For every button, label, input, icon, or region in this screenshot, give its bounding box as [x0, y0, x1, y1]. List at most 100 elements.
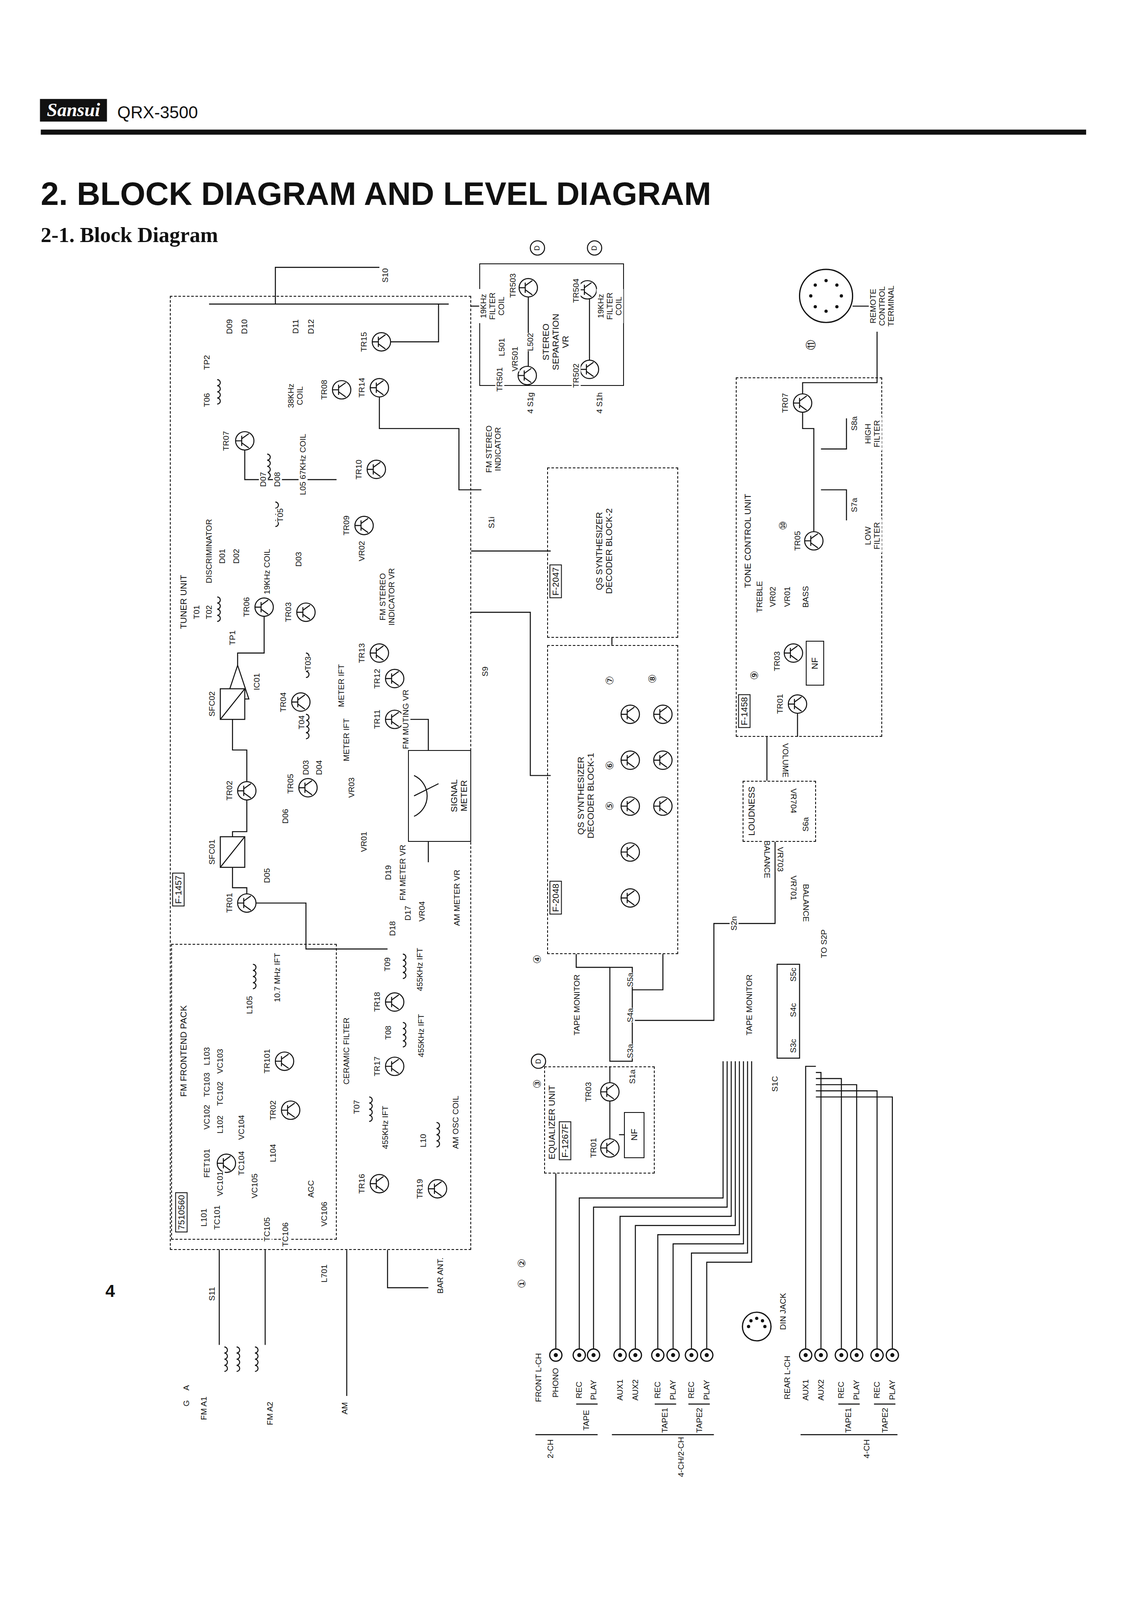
wire [232, 799, 247, 837]
transistor-symbol [367, 460, 386, 479]
transistor-leads [620, 798, 635, 814]
part-label: D05 [262, 867, 272, 883]
transistor-body [385, 992, 404, 1012]
coil-symbol [436, 1122, 440, 1147]
transistor-symbol [385, 992, 404, 1012]
unit-label-wrap: F-2047 [549, 564, 563, 599]
unit-label-wrap: 7510560 [175, 1192, 188, 1233]
part-label: IC01 [252, 673, 262, 691]
header-rule [40, 129, 1087, 135]
part-label: TR08 [319, 379, 329, 400]
jack-center [633, 1352, 638, 1358]
transistor-body [784, 643, 803, 662]
wire [688, 1403, 710, 1405]
part-label: VR703 [775, 846, 785, 872]
part-label: 455KHz IFT [415, 947, 425, 991]
wire [387, 1249, 429, 1288]
part-label: TREBLE [755, 580, 765, 613]
wire [576, 953, 610, 968]
socket-pin [809, 294, 813, 298]
transistor-leads [281, 1102, 295, 1117]
jack-symbol [850, 1348, 863, 1362]
part-label: REC [687, 1381, 697, 1399]
label-wrap: TC106 [281, 1222, 291, 1247]
transistor-body [788, 694, 807, 714]
coil-symbol [306, 714, 309, 739]
part-label: D19 [384, 864, 394, 880]
transistor-leads [793, 395, 807, 410]
callout-number: D [590, 245, 599, 251]
transistor-leads [237, 783, 251, 798]
part-label: D17 [403, 905, 413, 921]
part-label: TR03 [583, 1081, 593, 1102]
part-label: TC104 [237, 1150, 247, 1175]
part-label: 19KHz FILTER COIL [596, 288, 624, 324]
transistor-leads [332, 382, 346, 397]
part-label: VC102 [202, 1104, 212, 1130]
label-wrap: ② [516, 1258, 528, 1268]
label-wrap: PLAY [588, 1379, 598, 1400]
unit-label-wrap: QS SYNTHESIZER DECODER BLOCK-2 [594, 506, 614, 596]
part-label: TR16 [357, 1173, 367, 1194]
coil-symbol [275, 501, 279, 527]
callout-number: ⑤ [604, 801, 616, 811]
part-label: L502 [525, 332, 535, 351]
part-label: L10 [418, 1133, 428, 1148]
socket-pin [835, 305, 839, 309]
part-label: TR04 [279, 691, 289, 712]
wire [800, 1434, 898, 1435]
label-wrap: TAPE2 [695, 1407, 705, 1433]
part-label: TR19 [415, 1178, 425, 1199]
transistor-symbol [281, 1100, 301, 1120]
part-label: T04 [297, 715, 307, 730]
coil-symbol [217, 596, 221, 621]
jack-center [819, 1352, 824, 1358]
part-label: D10 [240, 318, 250, 334]
brand-logo: Sansui [40, 99, 108, 122]
part-label: 4 S1h [595, 392, 605, 414]
part-label: REC [574, 1381, 584, 1399]
label-wrap: HIGH FILTER [864, 416, 883, 451]
meter-needle [413, 783, 439, 796]
jack-center [553, 1352, 559, 1358]
part-label: TR03 [772, 651, 782, 671]
label-wrap: T01 [192, 605, 202, 620]
part-label: BAR ANT. [436, 1257, 446, 1294]
label-wrap: SFC02 [207, 691, 217, 717]
label-wrap: L102 [215, 1115, 225, 1134]
wire [838, 1403, 860, 1405]
transistor-body [370, 378, 389, 397]
control-box: LOUDNESS [742, 780, 817, 842]
transistor-leads [235, 433, 249, 448]
label-wrap: L701 [319, 1264, 329, 1283]
coil-symbol [402, 953, 406, 979]
wire [816, 1078, 842, 1349]
transistor-body [332, 380, 351, 400]
part-label: D03 [294, 551, 304, 567]
meter-scale [413, 775, 428, 817]
module-box: FM FRONTEND PACK7510560 [171, 943, 337, 1240]
label-wrap: 2-CH [546, 1439, 556, 1458]
part-label: S5a [625, 972, 635, 987]
jack-symbol [799, 1348, 812, 1362]
label-wrap: 19KHz COIL [262, 548, 272, 595]
part-label: AM OSC COIL [451, 1095, 461, 1149]
label-wrap: 19KHz FILTER COIL [596, 288, 624, 324]
wire [706, 1061, 752, 1349]
transistor-symbol [291, 692, 310, 712]
part-label: L102 [215, 1115, 225, 1134]
part-label: PLAY [668, 1379, 678, 1400]
socket-pin [824, 309, 828, 313]
unit-label-wrap: LOUDNESS [746, 786, 757, 837]
transistor-leads [784, 645, 798, 660]
section-heading: 2-1. Block Diagram [40, 222, 219, 247]
label-wrap: PHONO [551, 1367, 561, 1398]
label-wrap: TREBLE [755, 580, 765, 613]
label-wrap: QRX-3500 [117, 102, 199, 122]
part-label: S4a [625, 1007, 635, 1023]
callout-number: D [533, 245, 542, 251]
jack-symbol [614, 1348, 627, 1362]
transistor-leads [385, 671, 399, 686]
transistor-leads [254, 600, 269, 615]
label-wrap: TR14 [357, 377, 367, 398]
